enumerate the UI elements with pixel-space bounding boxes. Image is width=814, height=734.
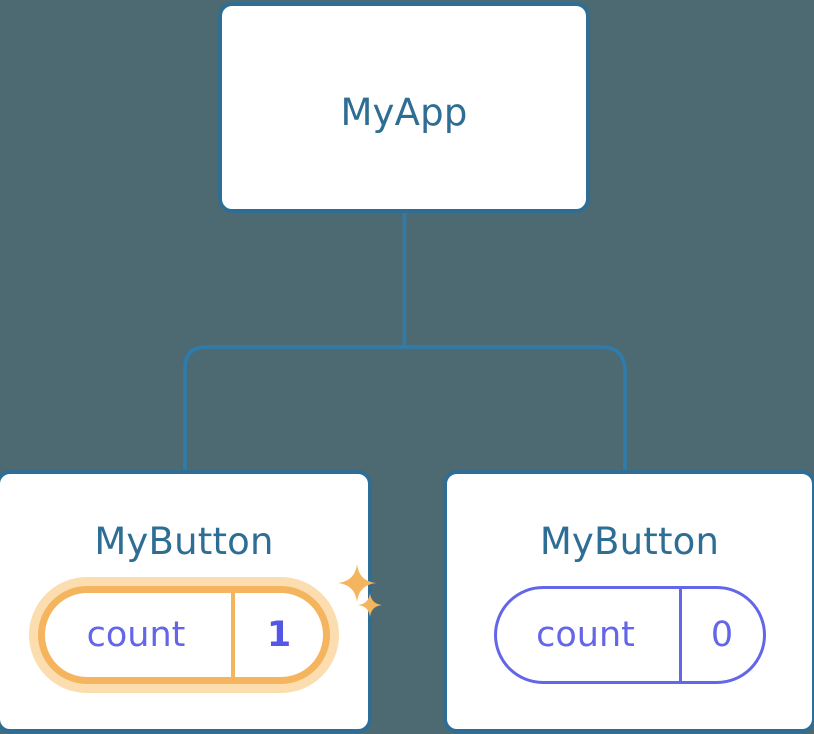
node-mybutton-right[interactable]: MyButton count 0 — [443, 470, 814, 733]
state-key-right: count — [536, 614, 635, 655]
sparkle-large-icon — [338, 564, 376, 602]
state-pill-wrapper-left: count 1 — [0, 564, 382, 684]
node-myapp[interactable]: MyApp — [218, 2, 590, 213]
node-myapp-label: MyApp — [340, 91, 468, 134]
state-pill-host-right: count 0 — [493, 586, 766, 684]
state-value-left: 1 — [231, 593, 323, 677]
state-pill-wrapper-right: count 0 — [447, 586, 812, 684]
node-mybutton-right-label: MyButton — [539, 520, 720, 563]
state-key-left: count — [86, 614, 186, 655]
connector-right-branch — [404, 345, 627, 472]
state-pill-right[interactable]: count 0 — [493, 586, 766, 684]
state-pill-host-left: count 1 — [38, 564, 382, 684]
sparkle-small-icon — [358, 593, 382, 617]
state-value-right: 0 — [678, 589, 763, 681]
node-mybutton-left-label: MyButton — [94, 520, 274, 563]
connector-left-branch — [183, 345, 405, 472]
state-pill-left[interactable]: count 1 — [38, 586, 330, 684]
node-mybutton-left[interactable]: MyButton count 1 — [0, 470, 382, 733]
